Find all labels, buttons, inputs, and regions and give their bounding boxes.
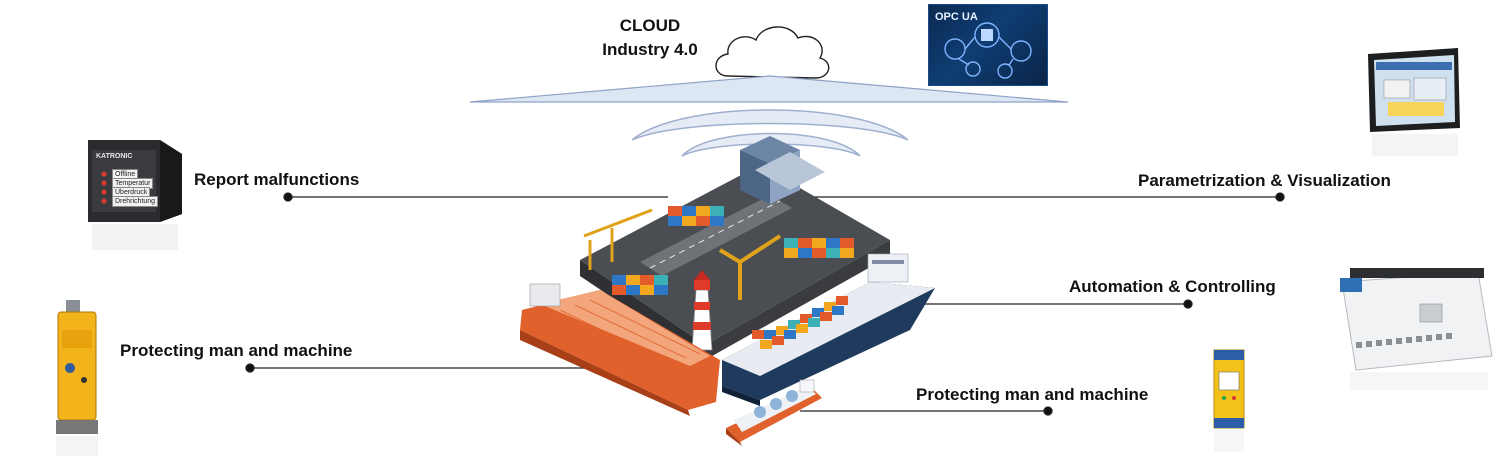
report-device-brand: KATRONIC (96, 153, 133, 160)
gear-network-icon (944, 22, 1032, 79)
label-protecting-right: Protecting man and machine (916, 385, 1149, 404)
connector-automation (905, 299, 1193, 309)
cloud-title-line1: CLOUD (619, 16, 681, 35)
lighthouse (691, 270, 713, 351)
pull-switch-illustration (56, 300, 98, 456)
small-tanker (726, 379, 822, 446)
wifi-arc-inner (681, 132, 861, 157)
connector-protect-right (800, 406, 1053, 416)
ship-orange (520, 283, 720, 416)
cloud-title-line2: Industry 4.0 (602, 40, 698, 59)
container-stacks (612, 206, 854, 295)
connector-report (283, 192, 668, 202)
crane-left (583, 208, 653, 270)
label-report-malfunctions: Report malfunctions (194, 170, 360, 189)
opc-ua-text: OPC UA (935, 11, 978, 23)
connector-parametrization (800, 192, 1285, 202)
broadcast-fan (469, 75, 1069, 103)
port-illustration (520, 136, 935, 446)
cloud-title: CLOUD Industry 4.0 (560, 14, 740, 62)
label-automation-controlling: Automation & Controlling (1069, 277, 1276, 296)
cloud-icon (715, 26, 830, 79)
ship-navy (722, 253, 935, 406)
touch-panel-illustration (1368, 48, 1460, 156)
crane-right (718, 234, 782, 300)
label-parametrization-visualization: Parametrization & Visualization (1138, 171, 1391, 190)
label-protecting-left: Protecting man and machine (120, 341, 353, 360)
opc-ua-badge: OPC UA (928, 4, 1048, 86)
connector-protect-left (245, 363, 610, 373)
wifi-arc-outer (631, 109, 909, 141)
safety-relay-illustration (1213, 349, 1245, 452)
controller-illustration (1340, 268, 1493, 390)
report-device-row-4: Drehrichtung (112, 196, 159, 207)
